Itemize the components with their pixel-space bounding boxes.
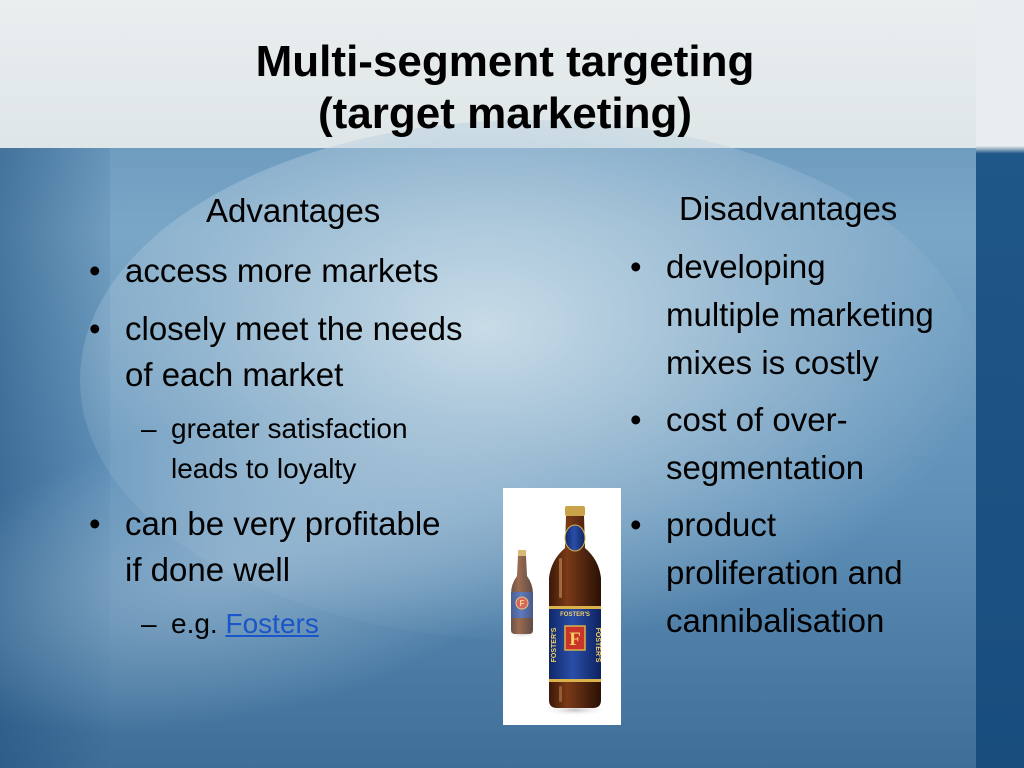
disadvantage-text: developing [666,248,826,285]
advantage-sub-1: – greater satisfaction [141,409,408,449]
advantage-text: access more markets [125,252,439,289]
disadvantages-heading: Disadvantages [679,190,898,227]
disadvantage-text: mixes is costly [666,344,879,381]
bullet-dot: • [630,248,642,285]
bullet-dot: • [630,401,642,438]
title-line-2: (target marketing) [317,89,693,138]
disadvantage-bullet-3: • product [630,502,777,548]
advantage-bullet-2-cont: of each market [125,352,343,398]
disadvantage-bullet-3-cont2: cannibalisation [666,598,884,644]
advantage-text: if done well [125,551,291,588]
advantage-bullet-3-cont: if done well [125,547,290,593]
background-left-shade [0,148,110,768]
advantage-sub-1-cont: leads to loyalty [171,449,356,489]
disadvantage-text: cost of over- [666,401,848,438]
bottle-side-text-right: FOSTER'S [594,628,601,663]
sub-dash: – [141,413,157,444]
fosters-link[interactable]: Fosters [225,608,319,639]
disadvantage-bullet-1-cont2: mixes is costly [666,340,879,386]
disadvantage-text: proliferation and [666,554,903,591]
sub-text: leads to loyalty [171,453,357,484]
advantage-bullet-2: • closely meet the needs [89,306,463,352]
disadvantage-text: cannibalisation [666,602,885,639]
advantage-bullet-1: • access more markets [89,248,439,294]
disadvantage-text: product [666,506,777,543]
advantage-text: closely meet the needs [125,310,463,347]
disadvantage-bullet-2: • cost of over- [630,397,848,443]
bottle-emblem-letter: F [569,629,581,650]
disadvantage-text: multiple marketing [666,296,934,333]
sub-text: greater satisfaction [171,413,408,444]
title-line-1: Multi-segment targeting [255,37,755,86]
disadvantage-text: segmentation [666,449,865,486]
svg-text:F: F [520,599,525,608]
advantage-bullet-3: • can be very profitable [89,501,441,547]
right-accent-column [976,0,1024,768]
bullet-dot: • [89,310,101,347]
main-bottle: FOSTER'S F FOSTER'S FOSTER'S [541,506,609,716]
bottle-label-text: FOSTER'S [560,612,590,618]
bullet-dot: • [89,252,101,289]
advantage-text: of each market [125,356,344,393]
bullet-dot: • [89,505,101,542]
advantages-heading: Advantages [206,192,381,229]
small-bottle: F [506,550,538,638]
disadvantage-bullet-1-cont: multiple marketing [666,292,934,338]
bullet-dot: • [630,506,642,543]
disadvantage-bullet-2-cont: segmentation [666,445,864,491]
beer-bottles-illustration: F FOSTER'S F FOSTER'S FOSTER'S [506,506,609,716]
bottle-side-text-left: FOSTER'S [551,627,558,662]
advantage-text: can be very profitable [125,505,441,542]
fosters-bottles-image: F FOSTER'S F FOSTER'S FOSTER'S [503,488,621,725]
sub-dash: – [141,608,157,639]
slide-title: Multi-segment targeting (target marketin… [110,36,900,140]
advantage-sub-2: – e.g. Fosters [141,604,319,644]
disadvantage-bullet-3-cont: proliferation and [666,550,903,596]
disadvantage-bullet-1: • developing [630,244,826,290]
sub-text: e.g. [171,608,226,639]
